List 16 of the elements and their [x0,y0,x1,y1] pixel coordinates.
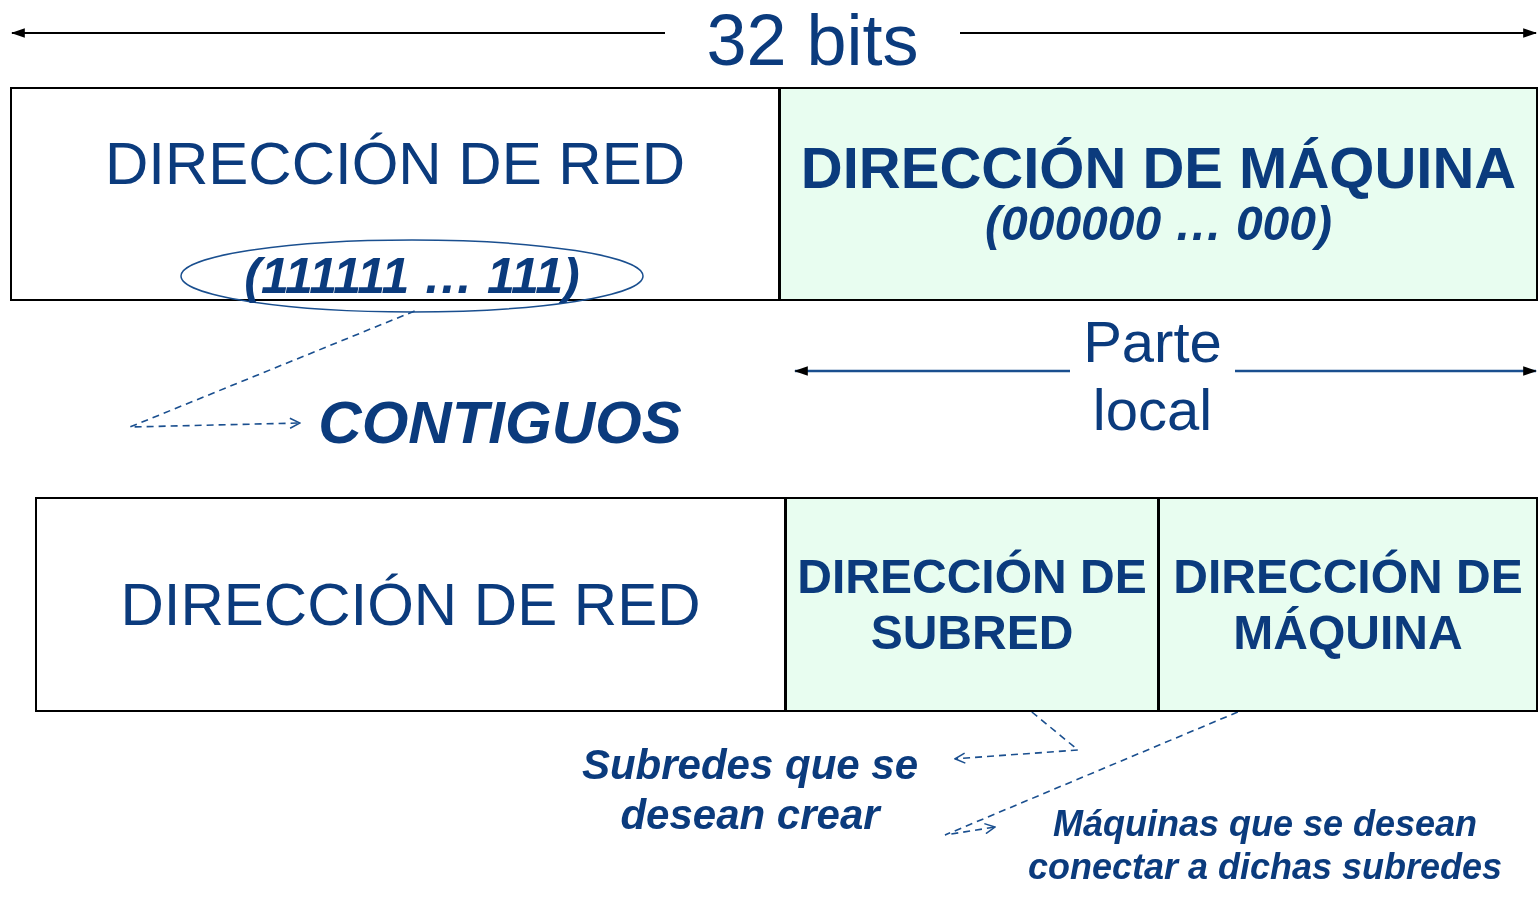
note-text: Subredes que se desean crear [580,739,920,840]
field-label: CONTIGUOS [318,393,682,453]
field-label: DIRECCIÓN DE RED [120,574,701,635]
field-label: DIRECCIÓN DE MÁQUINA [1172,549,1524,660]
ellipse-outline [180,239,644,313]
field-box [1158,497,1538,712]
field-label: DIRECCIÓN DE SUBRED [796,549,1148,660]
note-text: Máquinas que se desean conectar a dichas subredes [1026,801,1504,889]
bit-pattern: (000000 … 000) [985,199,1332,248]
dashed-arrow [954,711,1081,764]
field-label: DIRECCIÓN DE RED [104,134,686,194]
field-box [35,497,786,712]
field-box [785,497,1159,712]
field-box [779,87,1538,301]
dashed-arrow [944,711,1239,836]
bit-pattern: (111111 … 111) [244,251,580,301]
